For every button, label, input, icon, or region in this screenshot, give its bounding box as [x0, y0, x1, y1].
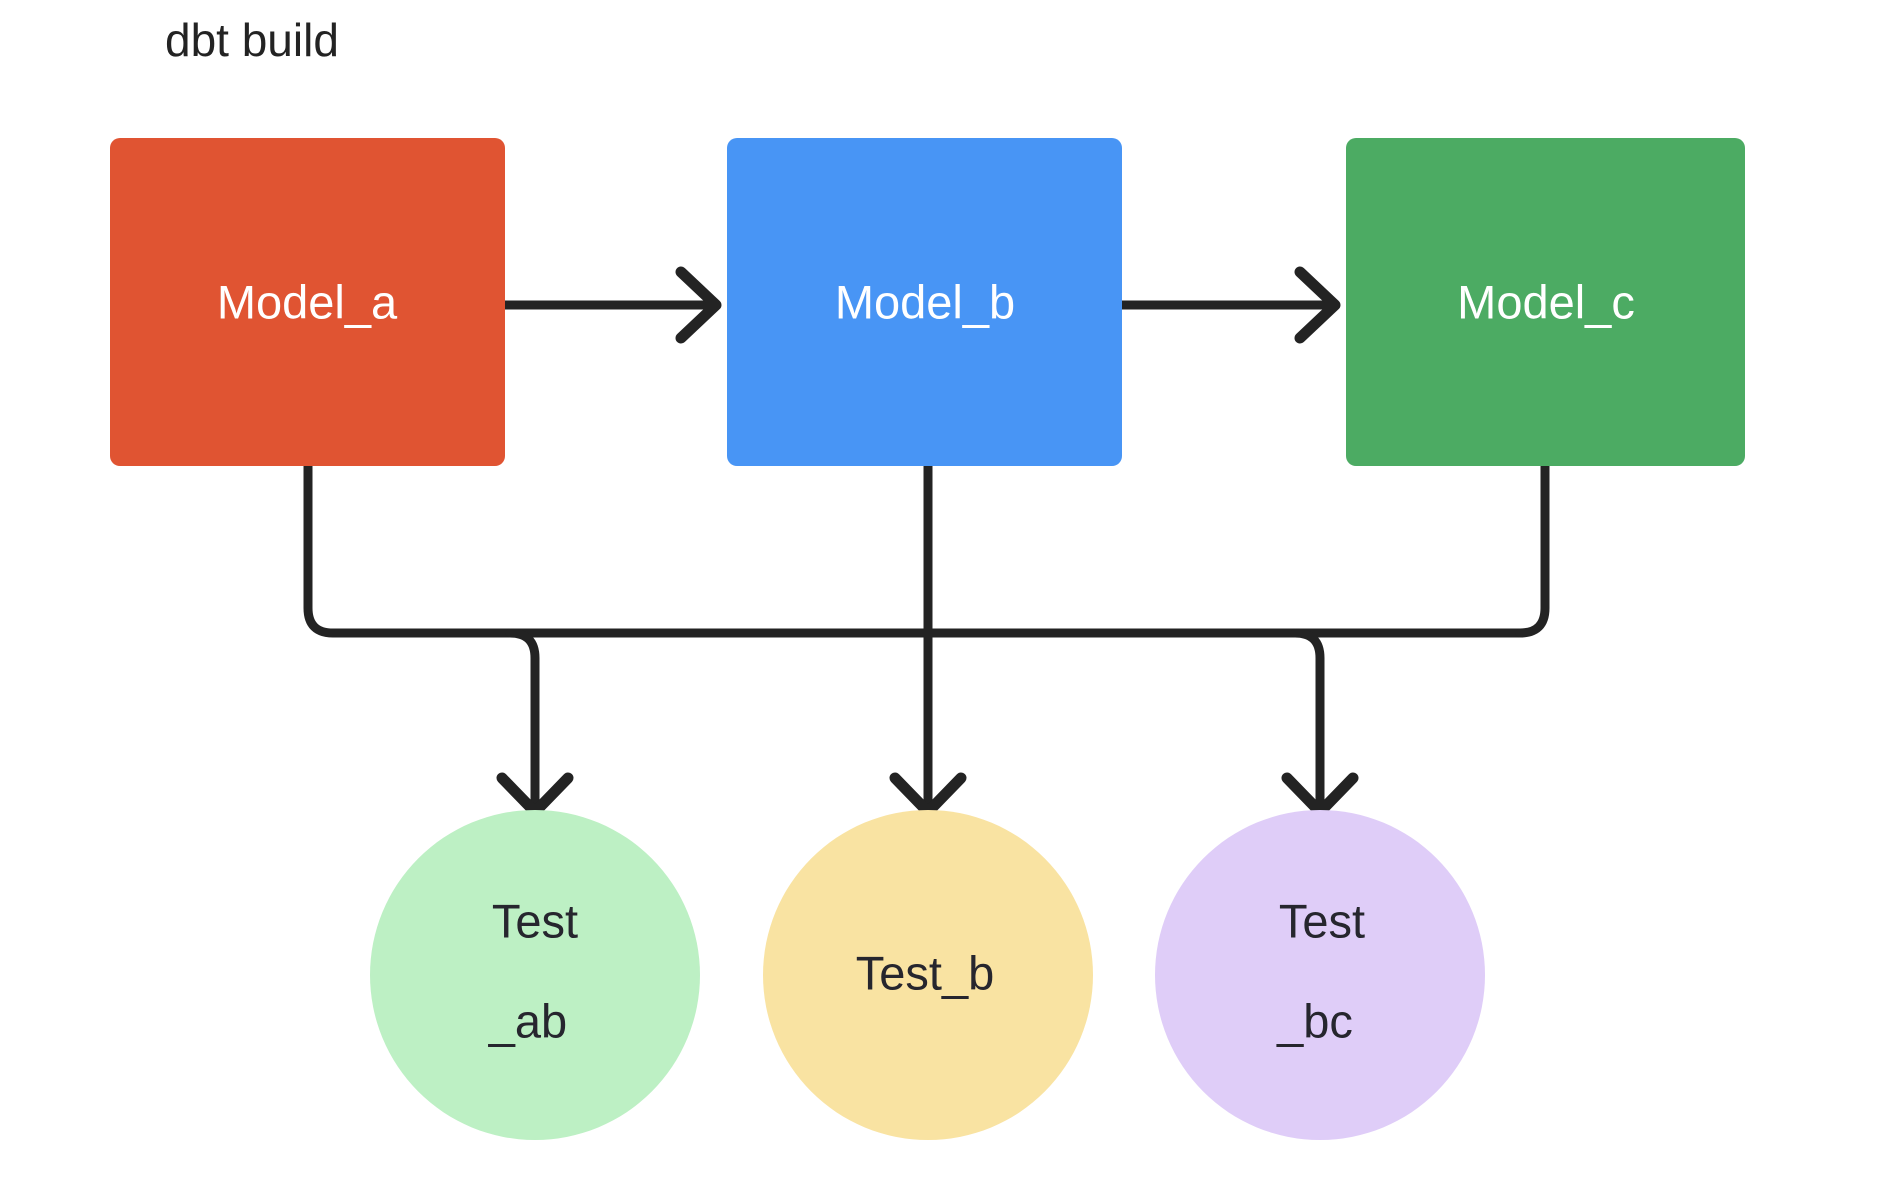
model-c-shape[interactable] [1346, 138, 1745, 466]
arrowhead-icon [675, 266, 722, 344]
node-test-ab[interactable]: Test _ab [370, 810, 700, 1140]
test-ab-label-line1: Test [492, 894, 578, 947]
test-b-shape[interactable] [763, 810, 1093, 1140]
edge-line [303, 461, 1525, 638]
test-ab-label-line2: _ab [488, 994, 567, 1047]
arrowhead-icon [1294, 266, 1341, 344]
edge-line [1290, 628, 1325, 805]
node-model-b[interactable]: Model_b [727, 138, 1122, 466]
edge-line [1515, 461, 1550, 638]
model-c-label: Model_c [1457, 275, 1635, 328]
node-test-b[interactable]: Test_b [763, 810, 1093, 1140]
diagram-title: dbt build [165, 14, 339, 66]
edge-model-a-to-test-ab [303, 461, 1525, 638]
edge-model-c-to-test-bc [1515, 461, 1550, 638]
node-model-c[interactable]: Model_c [1346, 138, 1745, 466]
edge-line [505, 628, 540, 805]
edge-model-b-to-test-b [889, 461, 967, 818]
model-a-label: Model_a [217, 275, 398, 328]
node-model-a[interactable]: Model_a [110, 138, 505, 466]
test-bc-shape[interactable] [1155, 810, 1485, 1140]
model-b-shape[interactable] [727, 138, 1122, 466]
test-ab-shape[interactable] [370, 810, 700, 1140]
test-b-label-line1: Test_b [856, 946, 994, 999]
edge-branch-to-test-ab [496, 628, 574, 818]
edge-model-b-to-model-c [1117, 266, 1341, 344]
edge-branch-to-test-bc [1281, 628, 1359, 818]
edge-model-a-to-model-b [500, 266, 722, 344]
model-a-shape[interactable] [110, 138, 505, 466]
test-bc-label-line2: _bc [1276, 994, 1353, 1047]
node-test-bc[interactable]: Test _bc [1155, 810, 1485, 1140]
model-b-label: Model_b [835, 275, 1015, 328]
test-bc-label-line1: Test [1279, 894, 1365, 947]
